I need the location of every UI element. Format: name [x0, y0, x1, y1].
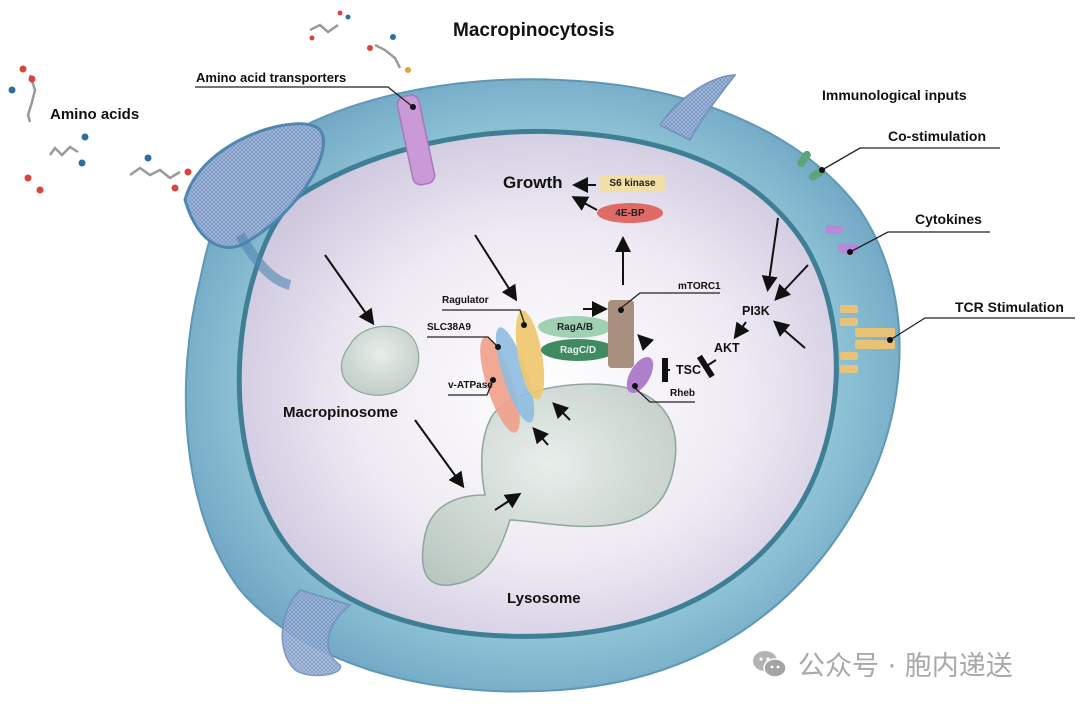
s6-kinase-label: S6 kinase — [609, 178, 656, 189]
membrane-ruffle-top — [658, 74, 737, 142]
rag-cd-protein — [541, 339, 615, 361]
pathway-arrows — [324, 177, 809, 511]
tcr-receptor — [840, 305, 895, 373]
rheb-label: Rheb — [670, 388, 695, 399]
ragulator-label: Ragulator — [442, 295, 489, 306]
macropinosome-vesicle — [340, 325, 420, 396]
v-atpase-protein — [480, 337, 520, 433]
rag-ab-protein — [538, 316, 612, 338]
mtorc1-label: mTORC1 — [678, 281, 721, 292]
label-leader-lines — [195, 86, 1075, 403]
amino-acid-transporter — [396, 94, 436, 186]
amino-acid-transporters-label: Amino acid transporters — [196, 70, 347, 85]
macropinosome-label: Macropinosome — [283, 404, 399, 421]
amino-acid-molecules — [26, 23, 402, 180]
s6-kinase-box — [600, 175, 665, 192]
cytokines-label: Cytokines — [915, 211, 982, 227]
mtorc1-protein — [608, 300, 634, 368]
slc38a9-protein — [495, 327, 535, 423]
pi3k-label: PI3K — [742, 304, 770, 318]
watermark-text: 公众号 · 胞内递送 — [798, 651, 1013, 682]
tcr-stimulation-label: TCR Stimulation — [955, 299, 1064, 315]
v-atpase-label: v-ATPase — [448, 380, 493, 391]
immunological-inputs-label: Immunological inputs — [822, 87, 967, 103]
rag-ab-label: RagA/B — [556, 321, 594, 333]
ragulator-protein — [515, 310, 545, 400]
4e-bp-ellipse — [597, 203, 663, 223]
co-stimulation-label: Co-stimulation — [888, 128, 986, 144]
akt-label: AKT — [714, 341, 740, 355]
slc38a9-label: SLC38A9 — [427, 322, 471, 333]
lysosome-label: Lysosome — [507, 590, 581, 607]
tsc-label: TSC — [676, 363, 701, 377]
figure-title: Macropinocytosis — [453, 20, 615, 41]
watermark: 公众号 · 胞内递送 — [752, 644, 1013, 683]
growth-label: Growth — [503, 173, 563, 192]
membrane-ruffle-bottom — [281, 589, 352, 677]
4e-bp-label: 4E-BP — [615, 207, 645, 219]
atom-dots — [8, 10, 411, 194]
leader-dots — [410, 104, 893, 389]
macropinocytic-cup-left — [183, 122, 325, 290]
amino-acids-label: Amino acids — [50, 106, 140, 123]
wechat-icon — [753, 650, 787, 678]
rag-cd-label: RagC/D — [559, 344, 597, 356]
